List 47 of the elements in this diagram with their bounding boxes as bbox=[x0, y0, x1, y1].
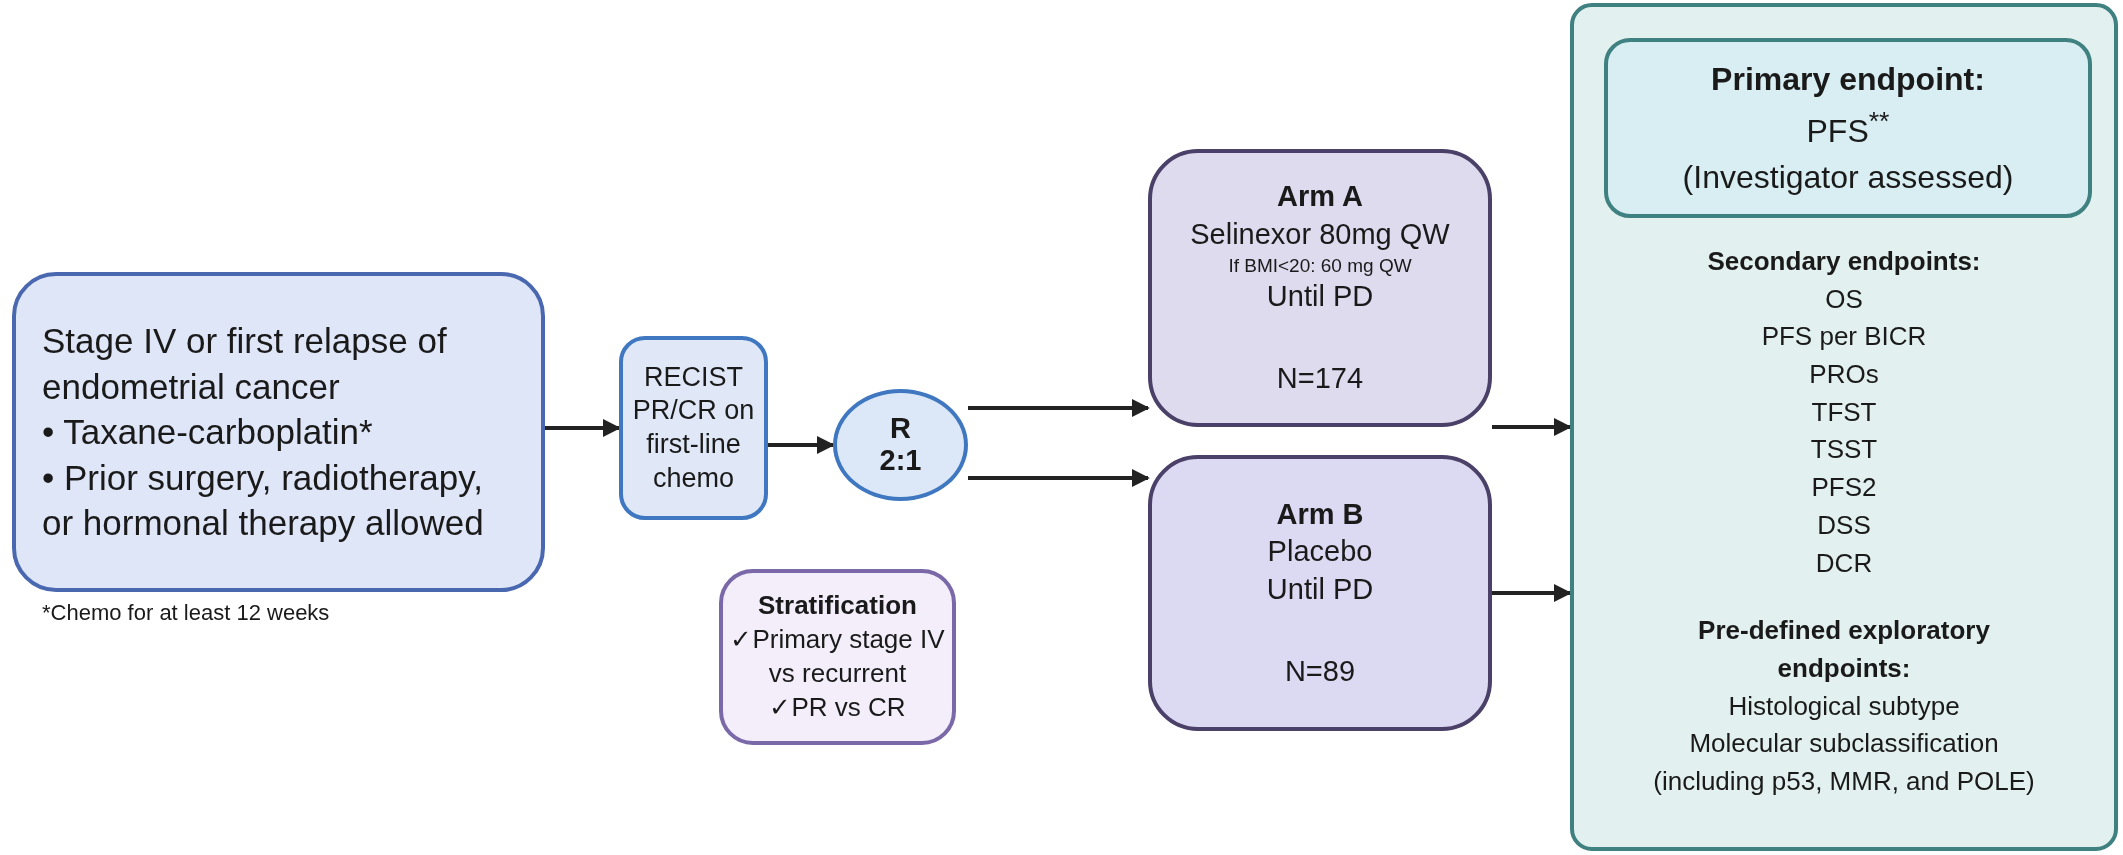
body-text: PFS2 bbox=[1811, 471, 1877, 505]
body-text: TSST bbox=[1810, 433, 1878, 467]
endpoints-panel bbox=[1570, 3, 2118, 851]
heading-text: Arm A bbox=[1277, 179, 1363, 215]
arrow bbox=[768, 436, 835, 454]
eligibility-box bbox=[12, 272, 545, 592]
body-text: RECIST PR/CR on first-line chemo bbox=[631, 360, 756, 495]
body-text: (Investigator assessed) bbox=[1682, 158, 2014, 197]
body-text: N=89 bbox=[1284, 653, 1356, 689]
stratification-box bbox=[719, 569, 956, 745]
body-text: PFS per BICR bbox=[1761, 320, 1927, 354]
body-text: ✓Primary stage IV vs recurrent bbox=[729, 623, 946, 690]
treatment-arm-box bbox=[1148, 149, 1492, 427]
arrow bbox=[1492, 584, 1572, 602]
body-text: N=174 bbox=[1276, 361, 1364, 397]
body-text: Selinexor 80mg QW bbox=[1190, 216, 1450, 252]
treatment-arm-box bbox=[1148, 455, 1492, 731]
body-text: Until PD bbox=[1266, 279, 1374, 315]
body-text: Placebo bbox=[1267, 534, 1373, 570]
arrow bbox=[968, 469, 1150, 487]
arrow bbox=[545, 419, 621, 437]
process-box bbox=[619, 336, 768, 520]
body-text: Molecular subclassification bbox=[1689, 727, 1999, 761]
body-text: If BMI<20: 60 mg QW bbox=[1228, 253, 1412, 278]
heading-text: Stratification bbox=[758, 589, 917, 623]
body-text: (including p53, MMR, and POLE) bbox=[1653, 764, 2035, 798]
primary-endpoint-box bbox=[1604, 38, 2092, 218]
body-text: Histological subtype bbox=[1728, 689, 1960, 723]
arrow bbox=[1492, 418, 1572, 436]
heading-text: R 2:1 bbox=[878, 413, 923, 477]
body-text: PROs bbox=[1809, 358, 1879, 392]
heading-text: Arm B bbox=[1276, 496, 1364, 532]
body-text: Until PD bbox=[1266, 572, 1374, 607]
footnote-text: *Chemo for at least 12 weeks bbox=[42, 600, 330, 626]
body-text: ✓PR vs CR bbox=[769, 690, 906, 724]
arrow bbox=[968, 399, 1150, 417]
body-text: DCR bbox=[1815, 546, 1873, 580]
heading-text: Primary endpoint: bbox=[1711, 59, 1985, 99]
body-text: TFST bbox=[1811, 395, 1877, 429]
body-text: DSS bbox=[1817, 508, 1871, 542]
body-text: PFS$^{**}$ bbox=[1806, 104, 1890, 151]
body-text: Stage IV or first relapse of endometrial cancer bbox=[42, 320, 448, 408]
body-text: OS bbox=[1825, 282, 1863, 316]
body-text: • Prior surgery, radiotherapy, or hormonal therapy allowed bbox=[42, 456, 485, 545]
heading-text: Secondary endpoints: bbox=[1707, 245, 1981, 278]
heading-text: Pre-defined exploratory endpoints: bbox=[1697, 614, 1991, 685]
body-text: • Taxane-carboplatin* bbox=[42, 411, 373, 454]
